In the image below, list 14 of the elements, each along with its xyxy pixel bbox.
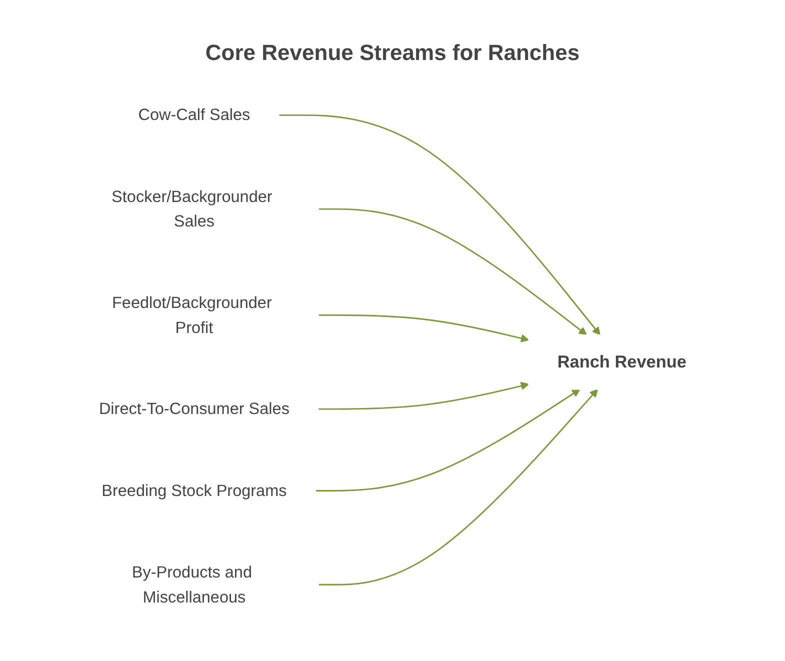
node-text: Stocker/Backgrounder Sales (112, 188, 272, 230)
arrow (318, 382, 530, 410)
node-text: Breeding Stock Programs (102, 481, 287, 500)
arrow (315, 388, 580, 492)
node-text: Direct-To-Consumer Sales (98, 400, 290, 418)
node-text: Cow-Calf Sales (138, 106, 250, 124)
diagram-title: Core Revenue Streams for Ranches (204, 40, 581, 66)
arrow (318, 314, 530, 342)
node-text: Ranch Revenue (557, 352, 686, 372)
arrow (278, 114, 600, 336)
arrow (318, 388, 598, 586)
arrow (318, 208, 587, 336)
node-text: Feedlot/Backgrounder Profit (112, 294, 272, 336)
node-text: By-Products and Miscellaneous (132, 563, 252, 606)
